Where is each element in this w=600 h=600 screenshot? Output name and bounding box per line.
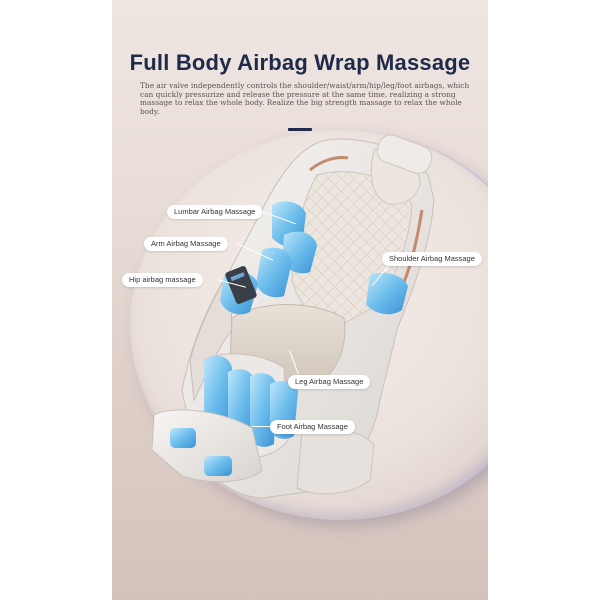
shoulder-airbag: [366, 272, 408, 315]
poster: Full Body Airbag Wrap Massage The air va…: [112, 0, 488, 600]
label-lumbar-airbag: Lumbar Airbag Massage: [167, 205, 263, 219]
label-foot-airbag: Foot Airbag Massage: [270, 420, 355, 434]
top-canopy: [376, 134, 433, 174]
leg-airbag-center-right: [250, 373, 276, 447]
arm-airbag: [256, 247, 292, 298]
label-leg-airbag: Leg Airbag Massage: [288, 375, 371, 389]
foot-airbag-left: [170, 428, 196, 448]
label-arm-airbag: Arm Airbag Massage: [144, 237, 228, 251]
description-text: The air valve independently controls the…: [140, 81, 470, 116]
label-hip-airbag: Hip airbag massage: [122, 273, 203, 287]
rose-gold-trim: [309, 156, 349, 172]
foot-rest: [151, 409, 263, 483]
foot-airbag-right: [204, 456, 232, 476]
massage-chair-illustration: [151, 134, 435, 499]
page-title: Full Body Airbag Wrap Massage: [129, 50, 471, 75]
title-divider: [288, 128, 312, 131]
leader-foot: [252, 426, 270, 427]
label-shoulder-airbag: Shoulder Airbag Massage: [382, 252, 482, 266]
chair-base: [296, 427, 375, 495]
